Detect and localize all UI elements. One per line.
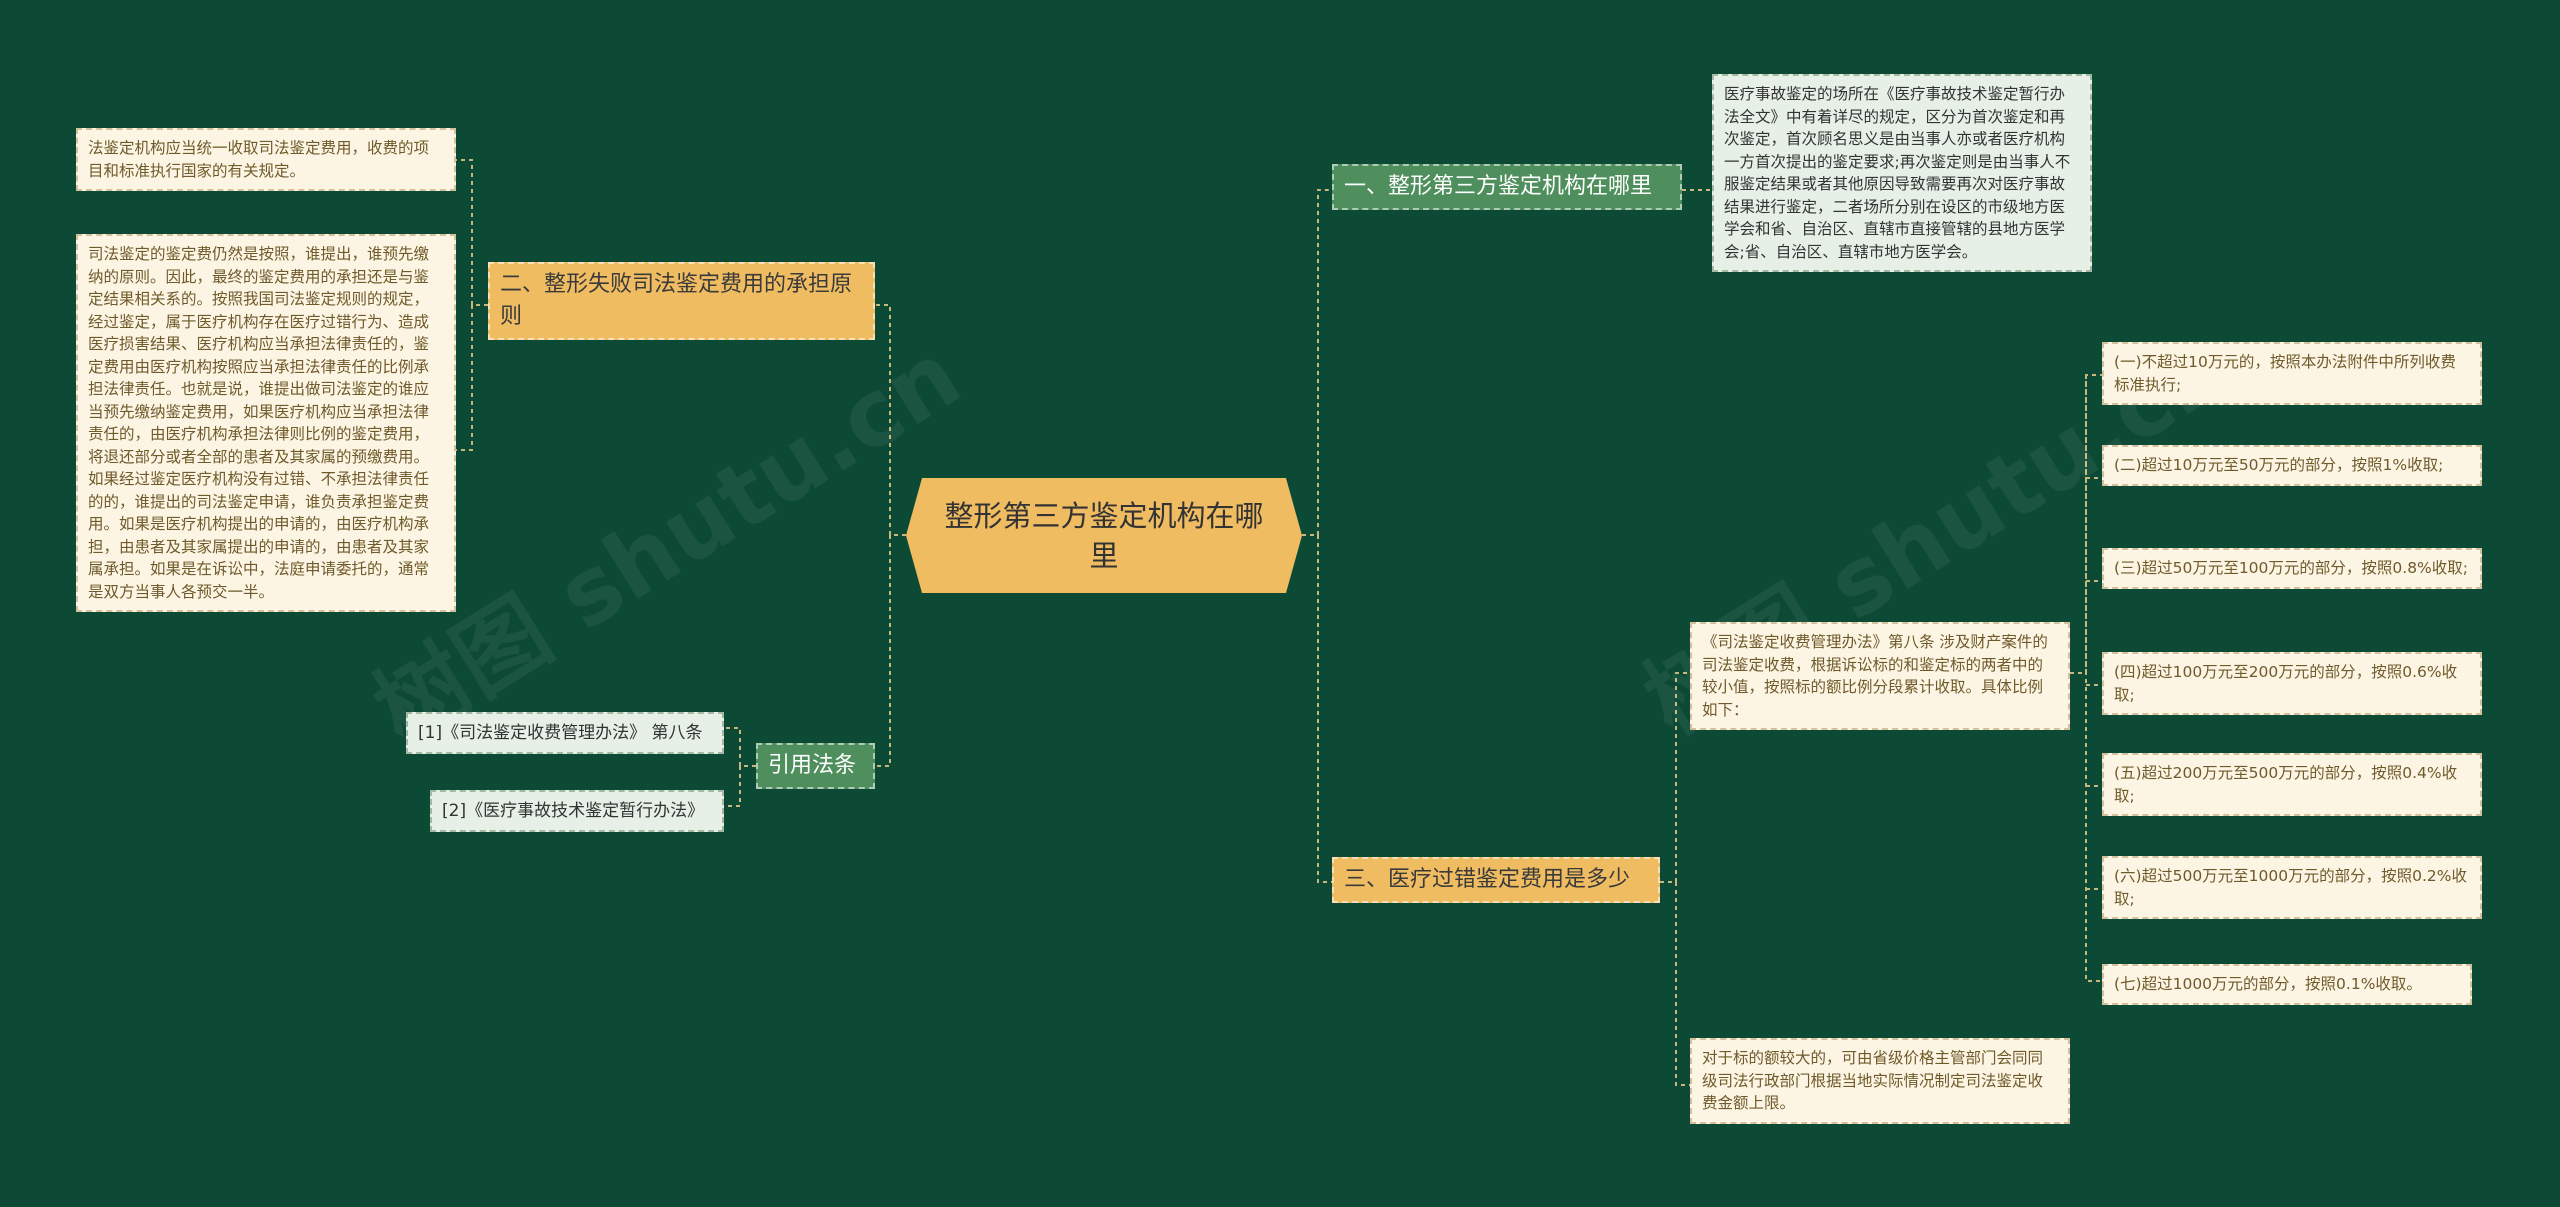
fee-tier-item: (七)超过1000万元的部分，按照0.1%收取。 (2102, 964, 2472, 1005)
reference-item[interactable]: [2]《医疗事故技术鉴定暂行办法》 (430, 790, 724, 832)
leaf-fee-detail: 司法鉴定的鉴定费仍然是按照，谁提出，谁预先缴纳的原则。因此，最终的鉴定费用的承担… (76, 234, 456, 612)
leaf-location-text: 医疗事故鉴定的场所在《医疗事故技术鉴定暂行办法全文》中有着详尽的规定，区分为首次… (1712, 74, 2092, 272)
fee-tier-item: (三)超过50万元至100万元的部分，按照0.8%收取; (2102, 548, 2482, 589)
fee-tier-item: (六)超过500万元至1000万元的部分，按照0.2%收取; (2102, 856, 2482, 919)
fee-tier-item: (二)超过10万元至50万元的部分，按照1%收取; (2102, 445, 2482, 486)
leaf-fee-rule: 法鉴定机构应当统一收取司法鉴定费用，收费的项目和标准执行国家的有关规定。 (76, 128, 456, 191)
branch-location[interactable]: 一、整形第三方鉴定机构在哪里 (1332, 164, 1682, 210)
branch-references[interactable]: 引用法条 (756, 743, 875, 789)
reference-item[interactable]: [1]《司法鉴定收费管理办法》 第八条 (406, 712, 724, 754)
branch-fee-amount[interactable]: 三、医疗过错鉴定费用是多少 (1332, 857, 1660, 903)
leaf-fee-cap: 对于标的额较大的，可由省级价格主管部门会同同级司法行政部门根据当地实际情况制定司… (1690, 1038, 2070, 1124)
fee-tier-item: (一)不超过10万元的，按照本办法附件中所列收费标准执行; (2102, 342, 2482, 405)
branch-fee-principle[interactable]: 二、整形失败司法鉴定费用的承担原则 (488, 262, 875, 340)
fee-tier-item: (四)超过100万元至200万元的部分，按照0.6%收取; (2102, 652, 2482, 715)
leaf-fee-intro: 《司法鉴定收费管理办法》第八条 涉及财产案件的司法鉴定收费，根据诉讼标的和鉴定标… (1690, 622, 2070, 730)
fee-tier-item: (五)超过200万元至500万元的部分，按照0.4%收取; (2102, 753, 2482, 816)
root-node[interactable]: 整形第三方鉴定机构在哪里 (906, 478, 1302, 593)
